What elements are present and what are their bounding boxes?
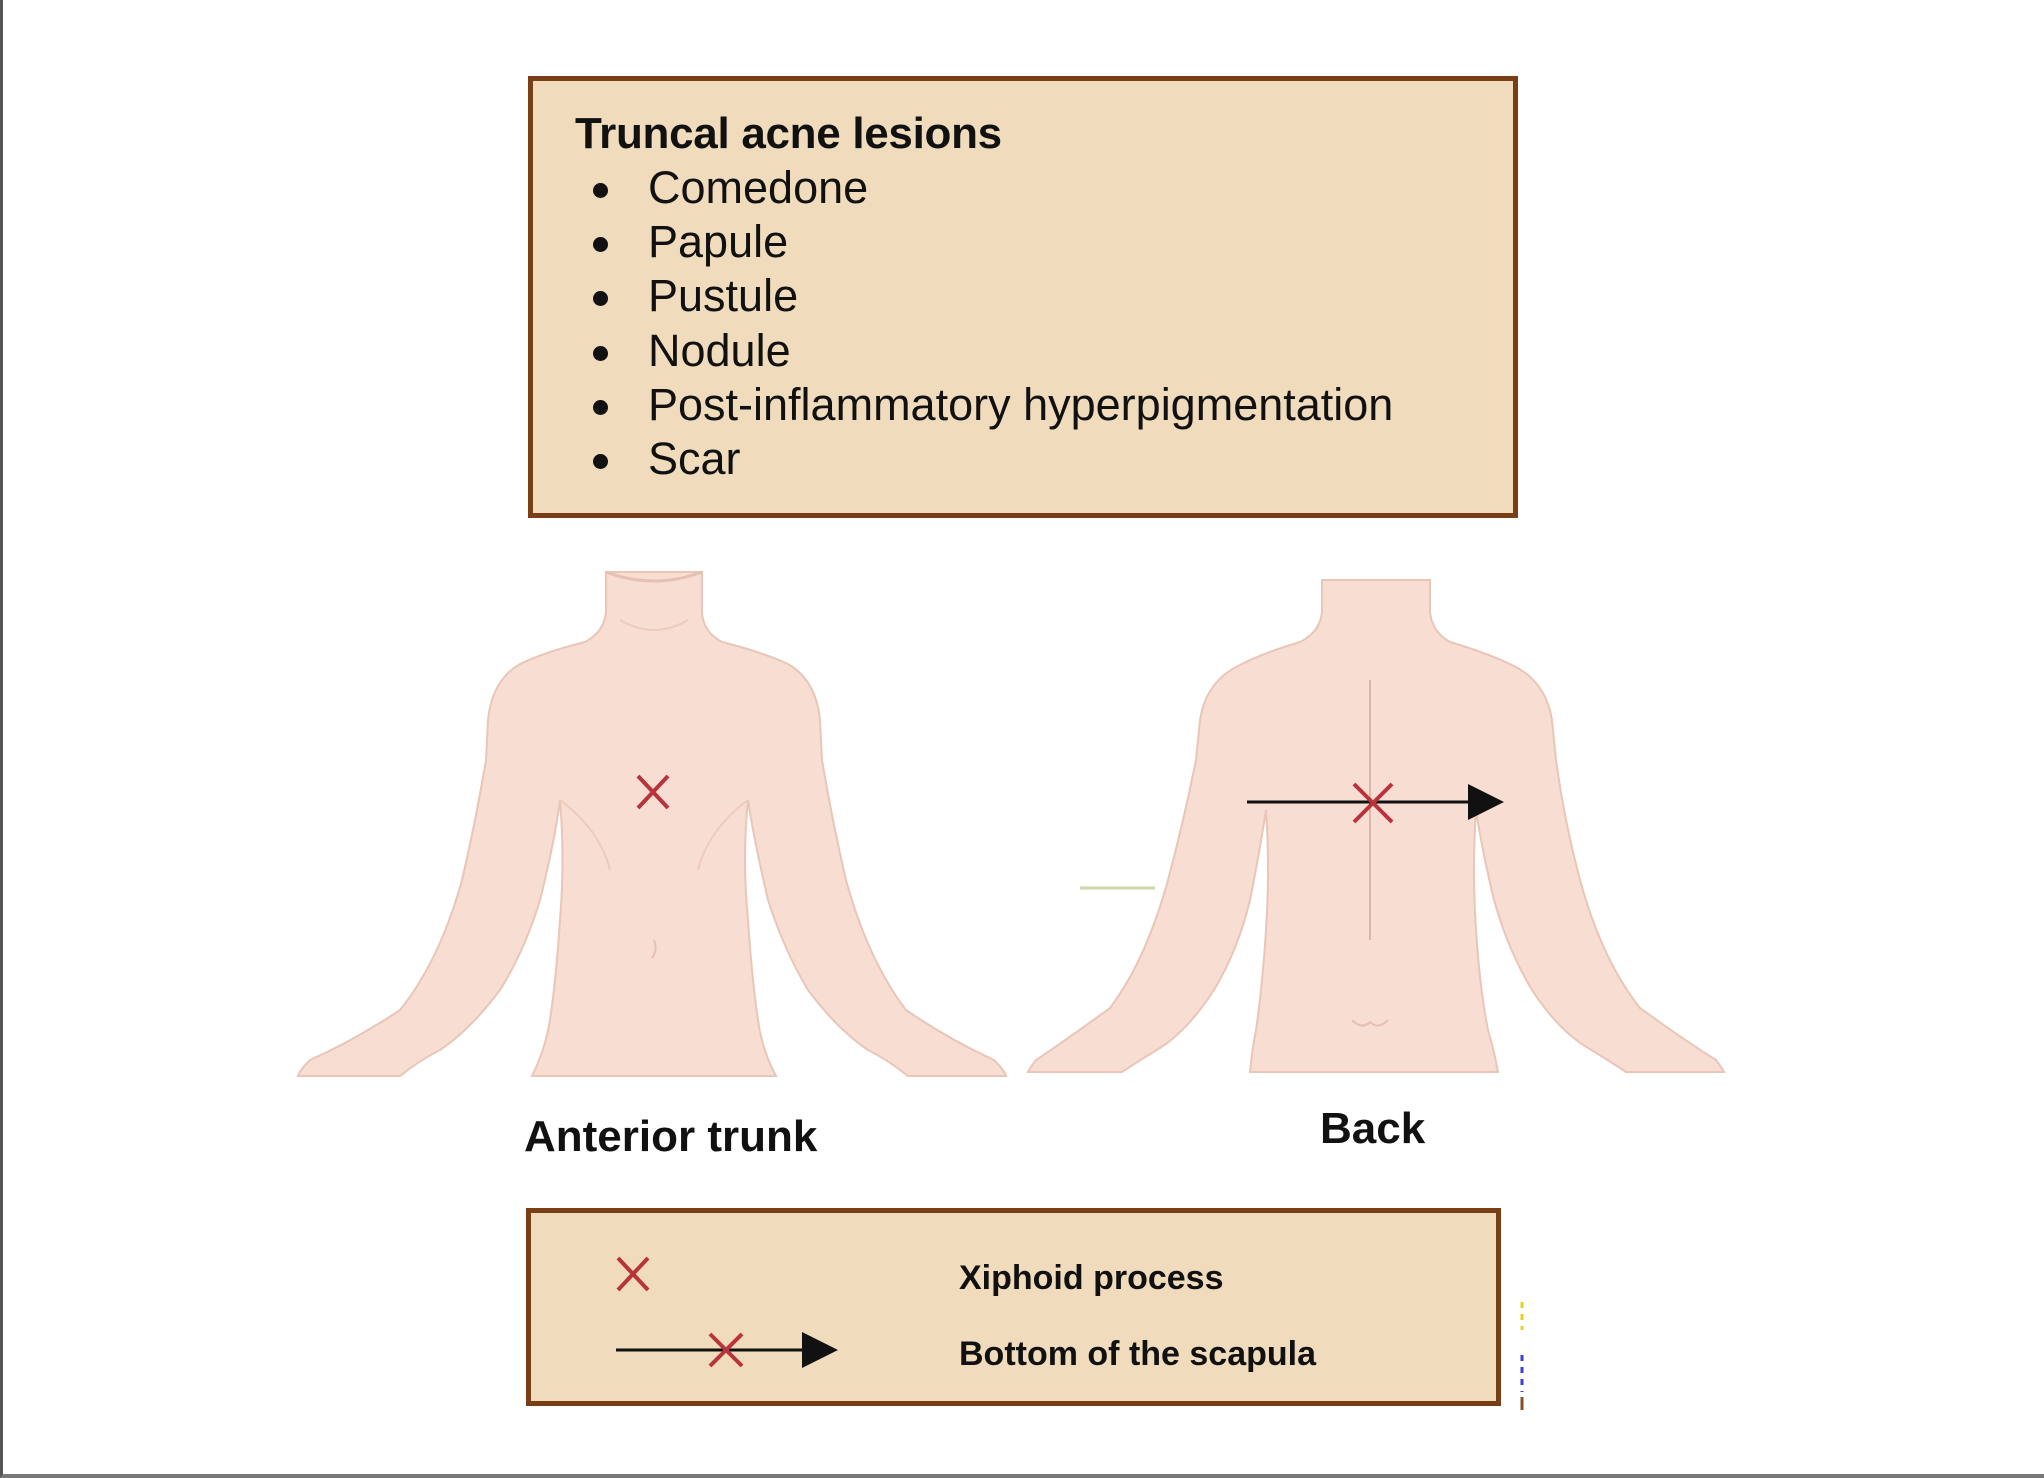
- legend-scapula-label: Bottom of the scapula: [959, 1335, 1317, 1373]
- legend-xiphoid-icon: [616, 1256, 650, 1292]
- lesion-item-papule: Papule: [593, 215, 1393, 269]
- scapula-arrow-icon: [1247, 782, 1504, 824]
- bullet-icon: [593, 183, 608, 198]
- bullet-icon: [593, 399, 608, 415]
- legend-symbols: [616, 1256, 838, 1368]
- legend-scapula-arrow-icon: [616, 1332, 838, 1368]
- anterior-trunk-label: Anterior trunk: [524, 1112, 818, 1161]
- anterior-torso-illustration: [296, 570, 1008, 1077]
- lesion-item-label: Post-inflammatory hyperpigmentation: [648, 378, 1394, 430]
- lesion-item-label: Comedone: [648, 162, 869, 213]
- back-label: Back: [1320, 1104, 1426, 1153]
- legend-box: Xiphoid process Bottom of the scapula: [526, 1208, 1501, 1406]
- lesion-item-label: Scar: [648, 432, 741, 484]
- bullet-icon: [593, 345, 608, 361]
- lesion-item-scar: Scar: [593, 432, 1393, 486]
- lesion-list: Comedone Papule Pustule Nodule Post-infl…: [593, 161, 1393, 486]
- lesion-item-nodule: Nodule: [593, 324, 1393, 378]
- lesion-item-label: Pustule: [648, 270, 799, 322]
- back-torso-illustration: [1026, 579, 1726, 1073]
- bullet-icon: [593, 237, 608, 253]
- lesion-item-label: Papule: [648, 216, 789, 268]
- legend-xiphoid-label: Xiphoid process: [959, 1259, 1224, 1297]
- lesion-item-comedone: Comedone: [593, 161, 1393, 215]
- lesion-item-pih: Post-inflammatory hyperpigmentation: [593, 378, 1393, 432]
- lesion-types-box: Truncal acne lesions Comedone Papule Pus…: [528, 76, 1518, 518]
- bullet-icon: [593, 453, 608, 469]
- lesion-item-label: Nodule: [648, 324, 791, 376]
- lesion-item-pustule: Pustule: [593, 269, 1393, 323]
- bullet-icon: [593, 291, 608, 307]
- lesion-box-title: Truncal acne lesions: [575, 109, 1002, 158]
- xiphoid-marker-icon: [636, 774, 670, 810]
